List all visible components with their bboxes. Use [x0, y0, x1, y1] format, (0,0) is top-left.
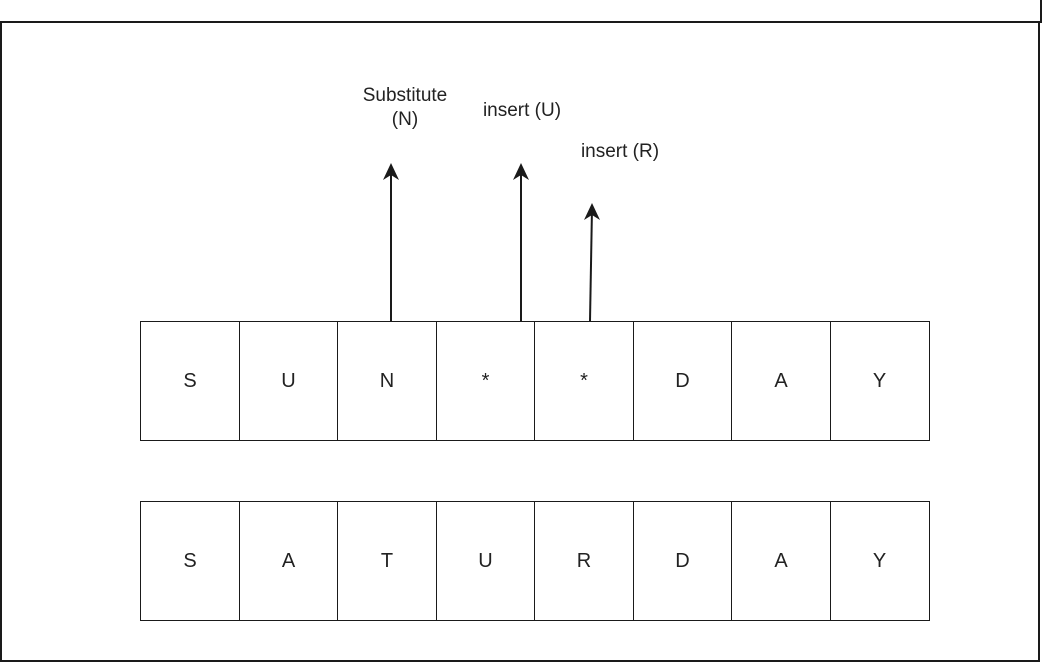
target-cell: A [238, 501, 339, 621]
source-cell: D [632, 321, 733, 441]
source-cell: Y [829, 321, 930, 441]
label-insert-u: insert (U) [482, 100, 562, 121]
source-cell: U [238, 321, 339, 441]
label-substitute-line1: Substitute [362, 85, 448, 106]
source-cell: S [140, 321, 240, 441]
target-cell: Y [829, 501, 930, 621]
source-word-row: S U N * * D A Y [140, 321, 930, 441]
label-substitute-line2: (N) [391, 109, 419, 130]
target-cell: S [140, 501, 240, 621]
target-word-row: S A T U R D A Y [140, 501, 930, 621]
label-substitute: Substitute (N) [340, 84, 470, 132]
target-cell: U [435, 501, 536, 621]
label-insert-r: insert (R) [580, 141, 660, 162]
target-cell: R [534, 501, 634, 621]
target-cell: D [632, 501, 733, 621]
target-cell: A [731, 501, 831, 621]
source-cell: N [337, 321, 437, 441]
source-cell: A [731, 321, 831, 441]
frame-top-edge [1040, 0, 1042, 23]
source-cell: * [435, 321, 536, 441]
target-cell: T [337, 501, 437, 621]
source-cell: * [534, 321, 634, 441]
